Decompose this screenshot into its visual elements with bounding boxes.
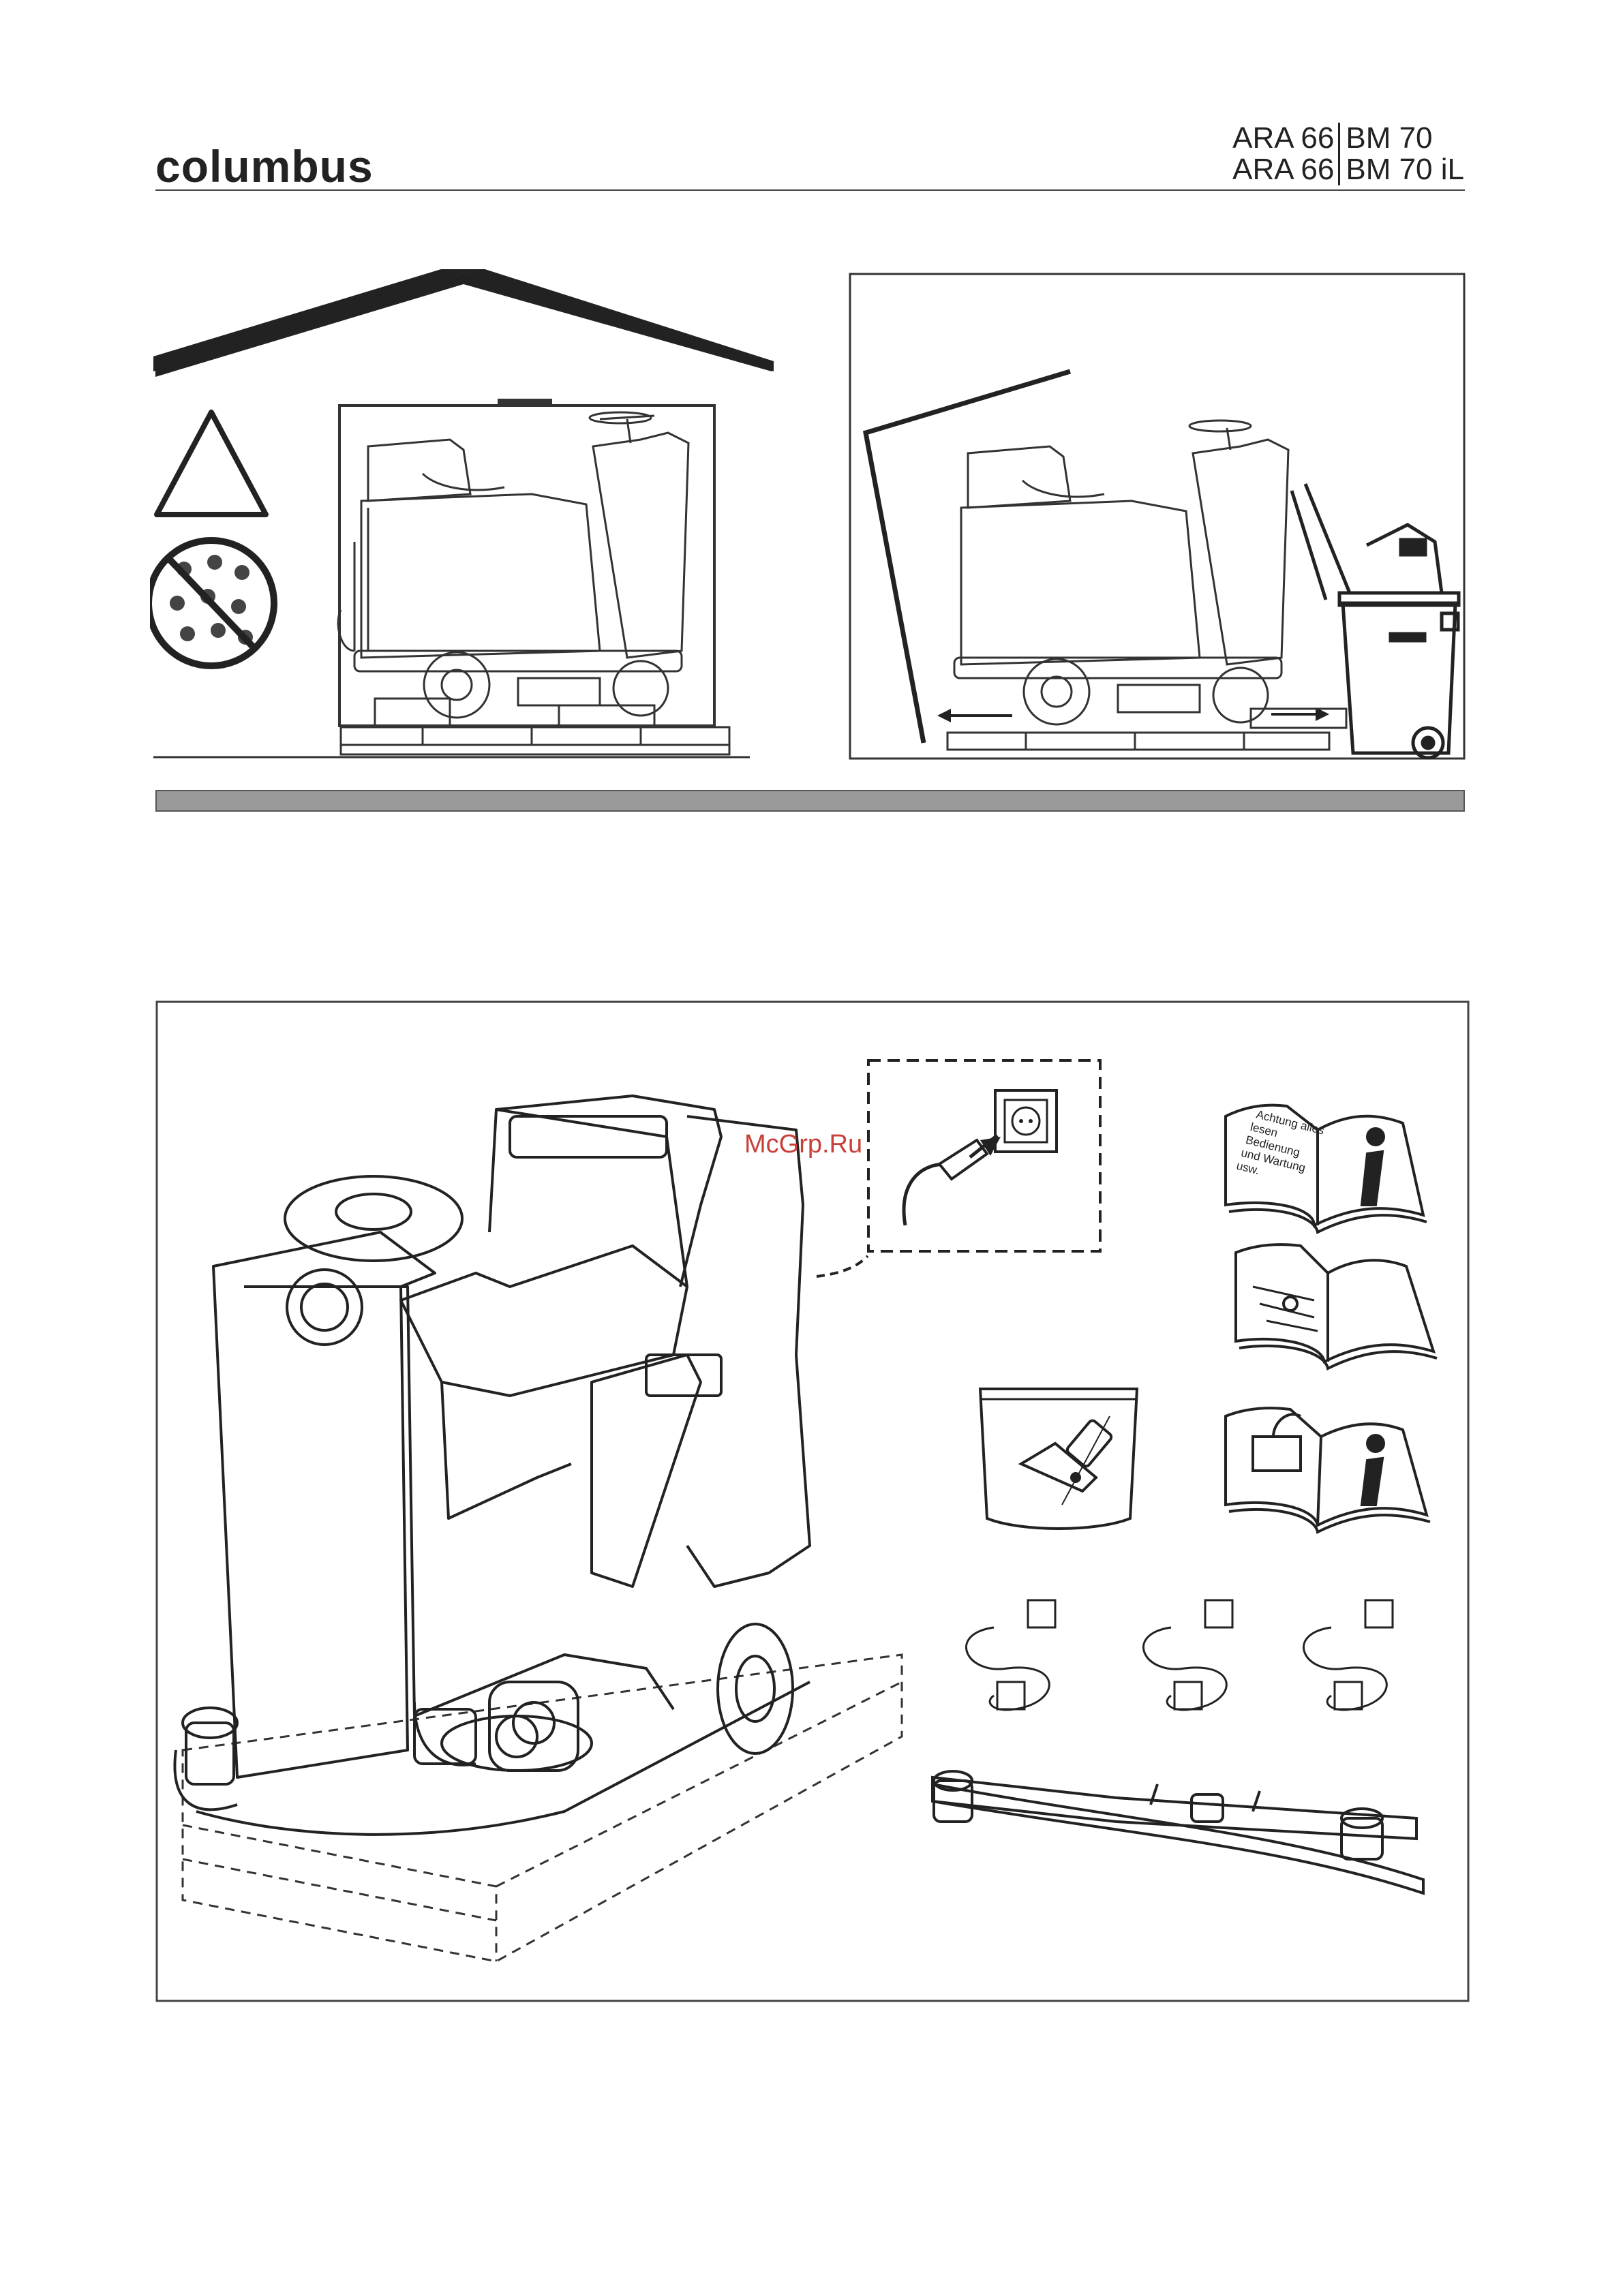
roof-icon: [153, 269, 774, 371]
figure-disposal: [849, 273, 1466, 760]
model-list: ARA 66 BM 70 ARA 66 BM 70 iL: [1232, 123, 1464, 185]
header-rule: [155, 189, 1465, 191]
model-row-2: ARA 66 BM 70 iL: [1232, 154, 1464, 185]
figure-indoor-storage: [150, 269, 777, 770]
spare-parts-manual-icon: [1236, 1244, 1437, 1368]
arrow-left-icon: [937, 709, 1012, 722]
battery-cable-set-1: [967, 1600, 1055, 1710]
battery-cable-set-2: [1144, 1600, 1232, 1710]
machine-side-view: [954, 420, 1346, 728]
pallet-icon: [183, 1655, 902, 1961]
model-2-left: ARA 66: [1232, 154, 1338, 185]
accessory-bag-icon: [980, 1389, 1137, 1529]
model-1-right: BM 70: [1338, 123, 1432, 154]
machine-isometric-view: [175, 1096, 810, 1835]
brand-logo: columbus: [155, 140, 374, 192]
charger-manual-icon: [1226, 1408, 1430, 1532]
model-2-right: BM 70 iL: [1338, 154, 1464, 185]
squeegee-icon: [932, 1771, 1423, 1893]
no-rain-icon: [150, 540, 274, 666]
machine-side-view: [338, 412, 688, 726]
battery-cable-set-3: [1304, 1600, 1393, 1710]
section-divider-bar: [155, 790, 1465, 812]
page-header: columbus ARA 66 BM 70 ARA 66 BM 70 iL: [155, 123, 1464, 191]
model-row-1: ARA 66 BM 70: [1232, 123, 1464, 154]
warning-triangle-icon: [157, 412, 266, 515]
model-1-left: ARA 66: [1232, 123, 1338, 154]
power-socket-icon: [868, 1060, 1100, 1251]
pallet-icon: [341, 727, 729, 754]
watermark: McGrp.Ru: [744, 1130, 862, 1159]
